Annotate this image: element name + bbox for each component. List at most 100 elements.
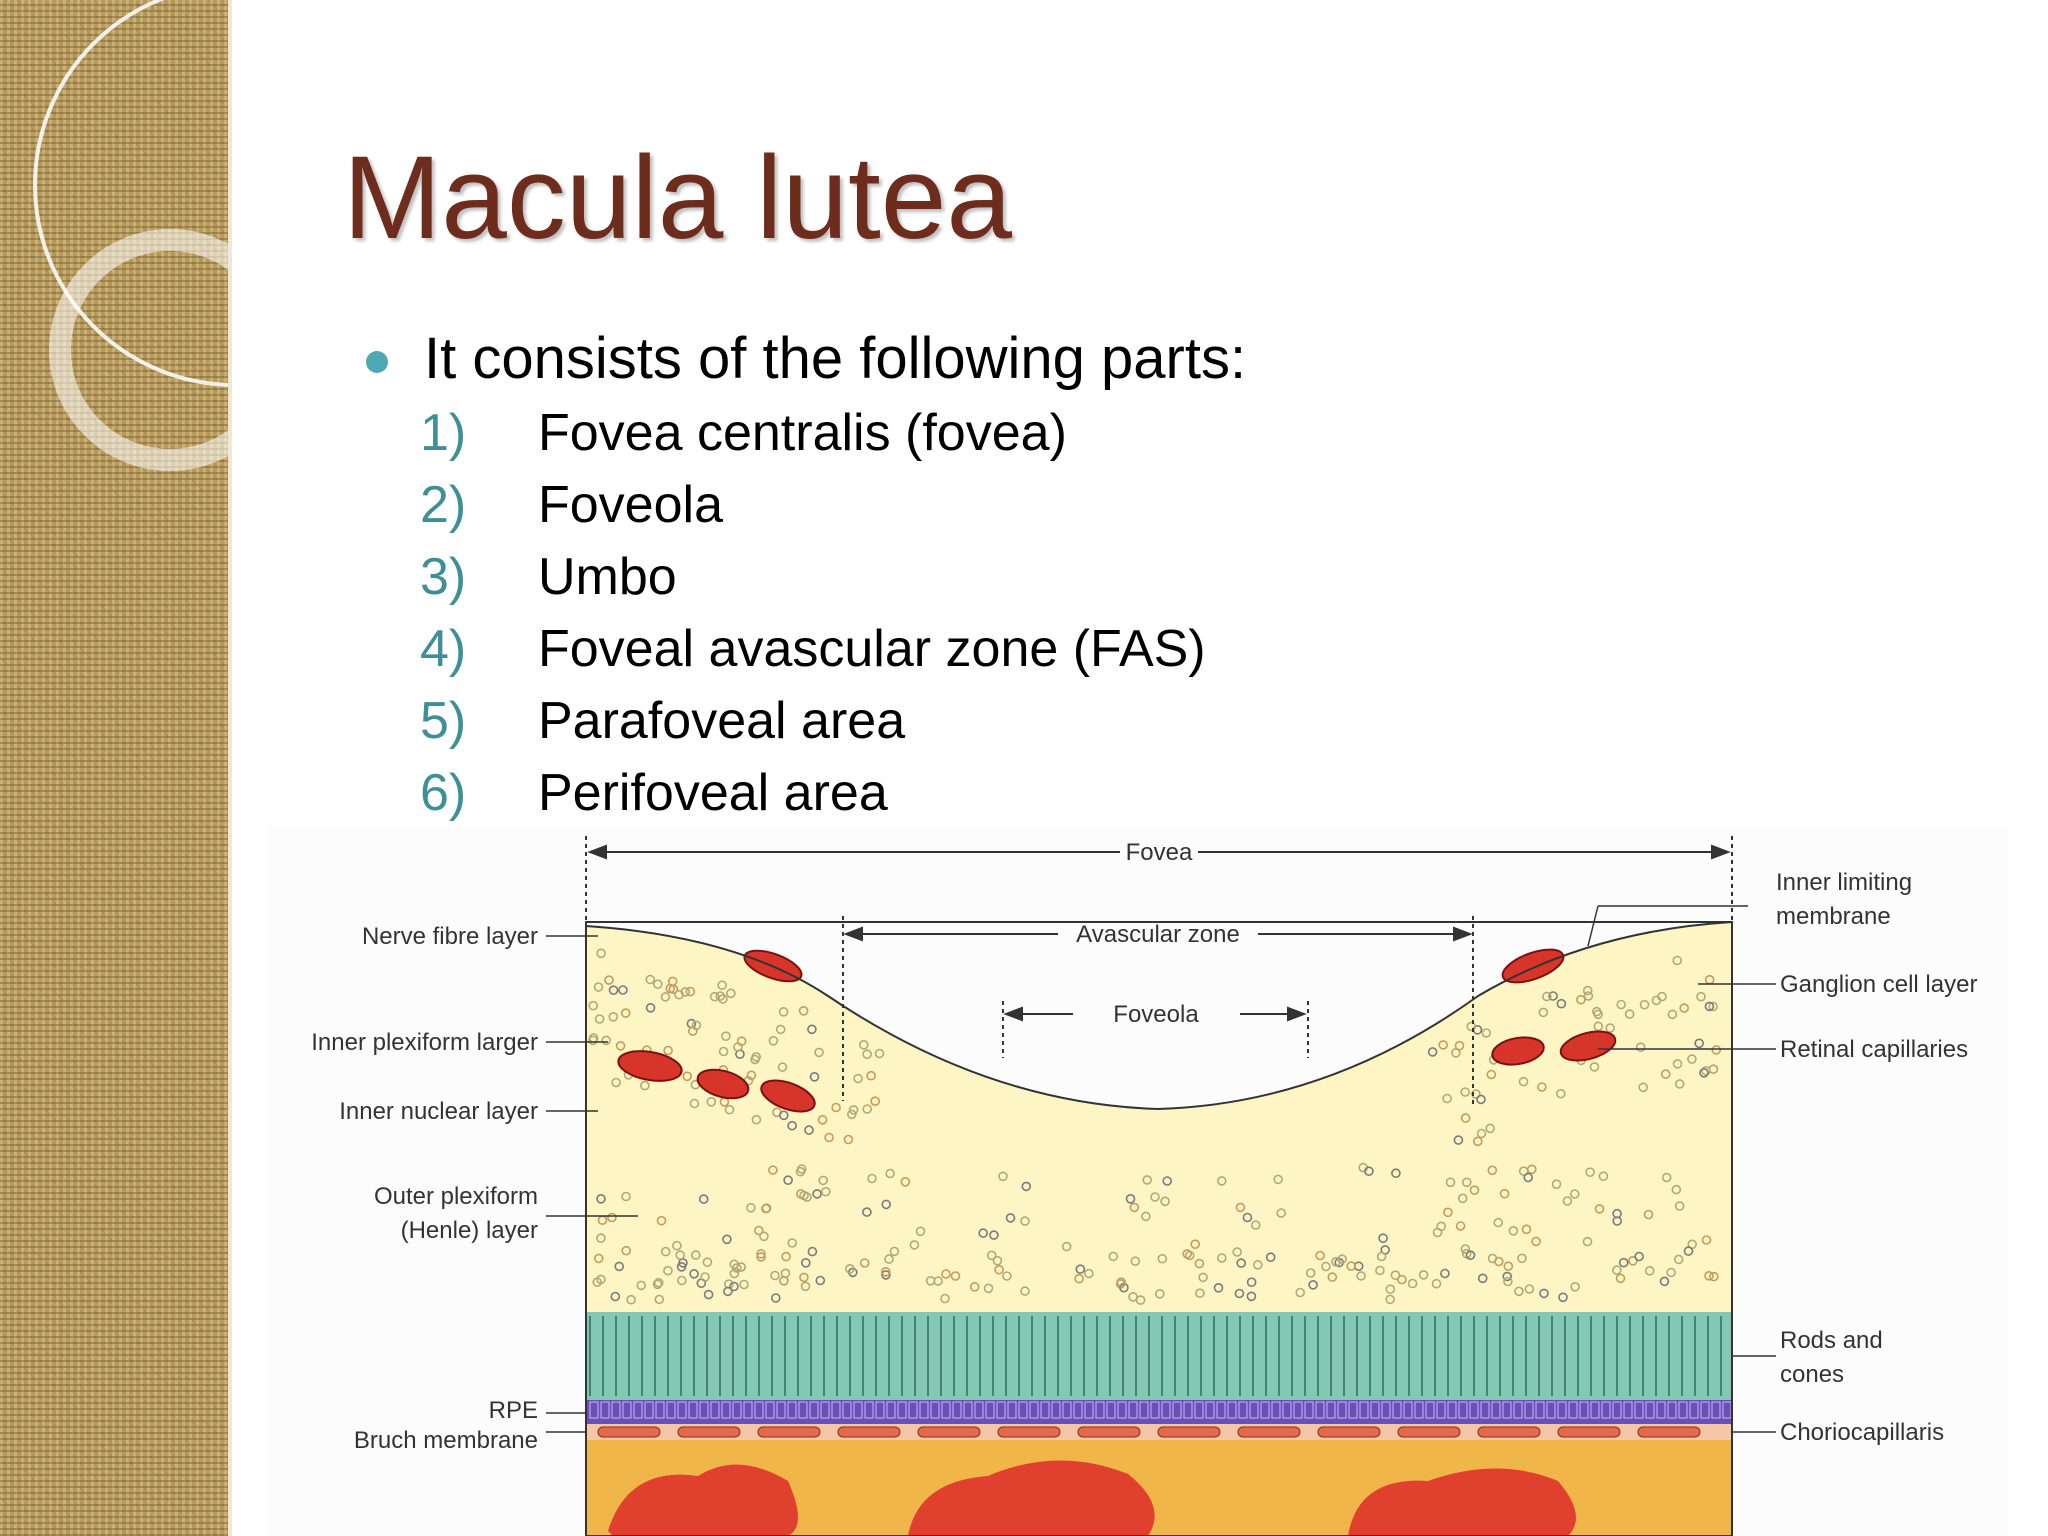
cell-nucleus	[787, 1120, 797, 1131]
cell-nucleus	[596, 1274, 606, 1285]
cell-nucleus	[1141, 1211, 1151, 1222]
cell-nucleus	[621, 1191, 631, 1202]
rpe-cell	[1381, 1401, 1391, 1419]
cell-nucleus	[620, 1008, 631, 1018]
cell-nucleus	[1671, 1184, 1682, 1195]
capillary	[1557, 1426, 1621, 1438]
rpe-cell	[1293, 1401, 1303, 1419]
cell-nucleus	[1454, 1040, 1465, 1051]
cell-nucleus	[1699, 1068, 1709, 1078]
cell-nucleus	[1462, 1177, 1472, 1188]
cell-nucleus	[1129, 1202, 1140, 1213]
rpe-cell	[1337, 1401, 1347, 1419]
rpe-cell	[633, 1401, 643, 1419]
rpe-cell	[963, 1401, 973, 1419]
cell-nucleus	[1634, 1251, 1644, 1262]
cell-nucleus	[867, 1173, 877, 1184]
cell-nucleus	[1276, 1208, 1287, 1218]
bullet-dot-icon	[366, 351, 388, 373]
cell-nucleus	[1701, 1066, 1711, 1076]
cell-nucleus	[1232, 1247, 1243, 1257]
cell-nucleus	[779, 1275, 789, 1286]
rpe-cell	[1546, 1401, 1556, 1419]
cell-nucleus	[1160, 1196, 1170, 1207]
cell-nucleus	[800, 1281, 811, 1292]
cell-nucleus	[815, 1275, 826, 1286]
cell-nucleus	[726, 988, 736, 999]
cell-nucleus	[1327, 1272, 1338, 1282]
cell-nucleus	[1644, 1265, 1655, 1276]
cell-nucleus	[751, 1114, 762, 1125]
rpe-cell	[1711, 1401, 1721, 1419]
rpe-cell	[1315, 1401, 1325, 1419]
cell-nucleus	[1615, 1273, 1626, 1284]
cell-nucleus	[1431, 1278, 1442, 1289]
cell-nucleus	[940, 1293, 950, 1304]
label-rpe: RPE	[489, 1397, 538, 1424]
rpe-cell	[1359, 1401, 1369, 1419]
cell-nucleus	[706, 1096, 717, 1107]
cell-nucleus	[689, 1268, 699, 1279]
cell-nucleus	[663, 1045, 673, 1056]
rpe-cell	[842, 1401, 852, 1419]
cell-nucleus	[1711, 1045, 1722, 1055]
cell-nucleus	[1674, 1201, 1685, 1211]
cell-nucleus	[751, 1052, 762, 1062]
rpe-cell	[820, 1401, 830, 1419]
cell-nucleus	[1084, 1268, 1094, 1279]
cell-nucleus	[1538, 1007, 1549, 1018]
list-number: 1)	[420, 404, 467, 462]
cell-nucleus	[1514, 1286, 1524, 1297]
cell-nucleus	[1020, 1216, 1030, 1226]
rpe-cell	[611, 1401, 621, 1419]
decorative-rings	[33, 0, 228, 471]
cell-nucleus	[768, 1036, 779, 1046]
rpe-cell	[1436, 1401, 1446, 1419]
label-foveola: Foveola	[1113, 1001, 1199, 1028]
cell-nucleus	[795, 1166, 806, 1177]
cell-nucleus	[663, 1265, 673, 1276]
cell-nucleus	[1438, 1040, 1448, 1050]
cell-nucleus	[1503, 1276, 1513, 1287]
label-henle-layer: (Henle) layer	[401, 1217, 538, 1244]
cell-nucleus	[1683, 1246, 1694, 1256]
cell-nucleus	[759, 1231, 769, 1242]
rpe-cell	[1183, 1401, 1193, 1419]
cell-nucleus	[874, 1048, 885, 1059]
macula-cross-section-diagram: Fovea Avascular zone Foveola Nerve fibre…	[268, 826, 2008, 1536]
list-number: 2)	[420, 476, 467, 534]
cell-nucleus	[778, 1110, 789, 1121]
cell-nucleus	[1487, 1165, 1498, 1176]
cell-nucleus	[1391, 1168, 1401, 1179]
cell-nucleus	[1216, 1253, 1227, 1263]
cell-nucleus	[831, 1102, 841, 1113]
rpe-cell	[1370, 1401, 1380, 1419]
cell-nucleus	[775, 1024, 786, 1035]
cell-nucleus	[1605, 1023, 1615, 1033]
capillary	[1637, 1426, 1701, 1438]
cell-nucleus	[1465, 1250, 1476, 1261]
rpe-cell	[1282, 1401, 1292, 1419]
capillary	[1077, 1426, 1141, 1438]
cell-nucleus	[848, 1105, 859, 1115]
cell-nucleus	[1455, 1221, 1466, 1231]
label-avascular-zone: Avascular zone	[1076, 921, 1240, 948]
cell-nucleus	[1704, 1001, 1715, 1012]
cell-nucleus	[881, 1270, 891, 1280]
cell-nucleus	[1523, 1172, 1533, 1183]
cell-nucleus	[843, 1134, 854, 1145]
cell-nucleus	[654, 1294, 665, 1305]
cell-nucleus	[1476, 1128, 1487, 1139]
rpe-cell	[1403, 1401, 1413, 1419]
bullet-text: It consists of the following parts:	[424, 326, 1247, 391]
rpe-cell	[1557, 1401, 1567, 1419]
cell-nucleus	[1696, 991, 1706, 1002]
cell-nucleus	[1440, 1268, 1450, 1279]
cell-nucleus	[645, 1003, 656, 1013]
cell-nucleus	[818, 1175, 829, 1186]
cell-nucleus	[724, 1104, 735, 1115]
cell-nucleus	[736, 1036, 747, 1046]
rpe-cell	[1568, 1401, 1578, 1419]
cell-nucleus	[1687, 1054, 1697, 1064]
cell-nucleus	[674, 989, 684, 1000]
